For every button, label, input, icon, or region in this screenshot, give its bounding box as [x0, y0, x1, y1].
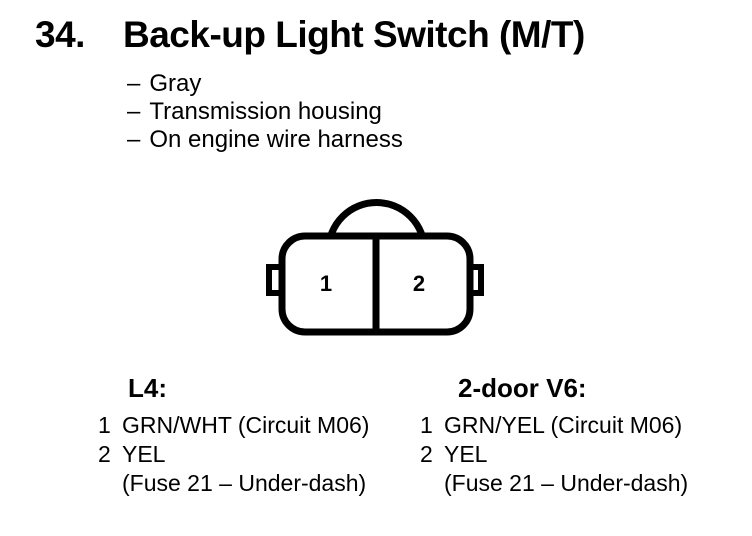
- property-line: –Transmission housing: [127, 98, 403, 126]
- property-text-color: Gray: [149, 70, 202, 97]
- pin-row: (Fuse 21 – Under-dash): [420, 469, 688, 498]
- page-title: Back-up Light Switch (M/T): [123, 14, 585, 55]
- property-line: –Gray: [127, 70, 403, 98]
- dash-bullet: –: [127, 126, 141, 153]
- pin-fuse-note: (Fuse 21 – Under-dash): [122, 470, 367, 496]
- pin-number: 2: [98, 441, 111, 467]
- pin-wire-label: YEL: [444, 441, 488, 467]
- cavity-1-label: 1: [320, 271, 332, 296]
- dash-bullet: –: [127, 98, 141, 125]
- cavity-2-label: 2: [413, 271, 425, 296]
- connector-diagram: 1 2: [255, 196, 495, 346]
- connector-drawing: 1 2: [266, 199, 484, 336]
- variant-heading-2door-v6: 2-door V6:: [458, 373, 587, 403]
- property-text-harness: On engine wire harness: [149, 126, 403, 153]
- variant-heading-l4: L4:: [128, 373, 167, 403]
- pin-list-l4: 1 GRN/WHT (Circuit M06) 2 YEL (Fuse 21 – U…: [98, 411, 369, 498]
- item-number: 34.: [35, 14, 85, 55]
- pin-row: 1 GRN/YEL (Circuit M06): [420, 411, 688, 440]
- pin-row: 2 YEL: [98, 440, 369, 469]
- dash-bullet: –: [127, 70, 141, 97]
- pin-number: 1: [420, 412, 433, 438]
- pin-wire-label: GRN/WHT (Circuit M06): [122, 412, 370, 438]
- pin-list-2door-v6: 1 GRN/YEL (Circuit M06) 2 YEL (Fuse 21 – U…: [420, 411, 688, 498]
- pin-wire-label: YEL: [122, 441, 166, 467]
- property-line: –On engine wire harness: [127, 126, 403, 154]
- property-text-location: Transmission housing: [149, 98, 382, 125]
- pin-wire-label: GRN/YEL (Circuit M06): [444, 412, 683, 438]
- pin-row: 2 YEL: [420, 440, 688, 469]
- pin-number: 2: [420, 441, 433, 467]
- pin-row: 1 GRN/WHT (Circuit M06): [98, 411, 369, 440]
- pin-row: (Fuse 21 – Under-dash): [98, 469, 369, 498]
- property-list: –Gray –Transmission housing –On engine w…: [127, 70, 403, 154]
- pin-fuse-note: (Fuse 21 – Under-dash): [444, 470, 689, 496]
- pin-number: 1: [98, 412, 111, 438]
